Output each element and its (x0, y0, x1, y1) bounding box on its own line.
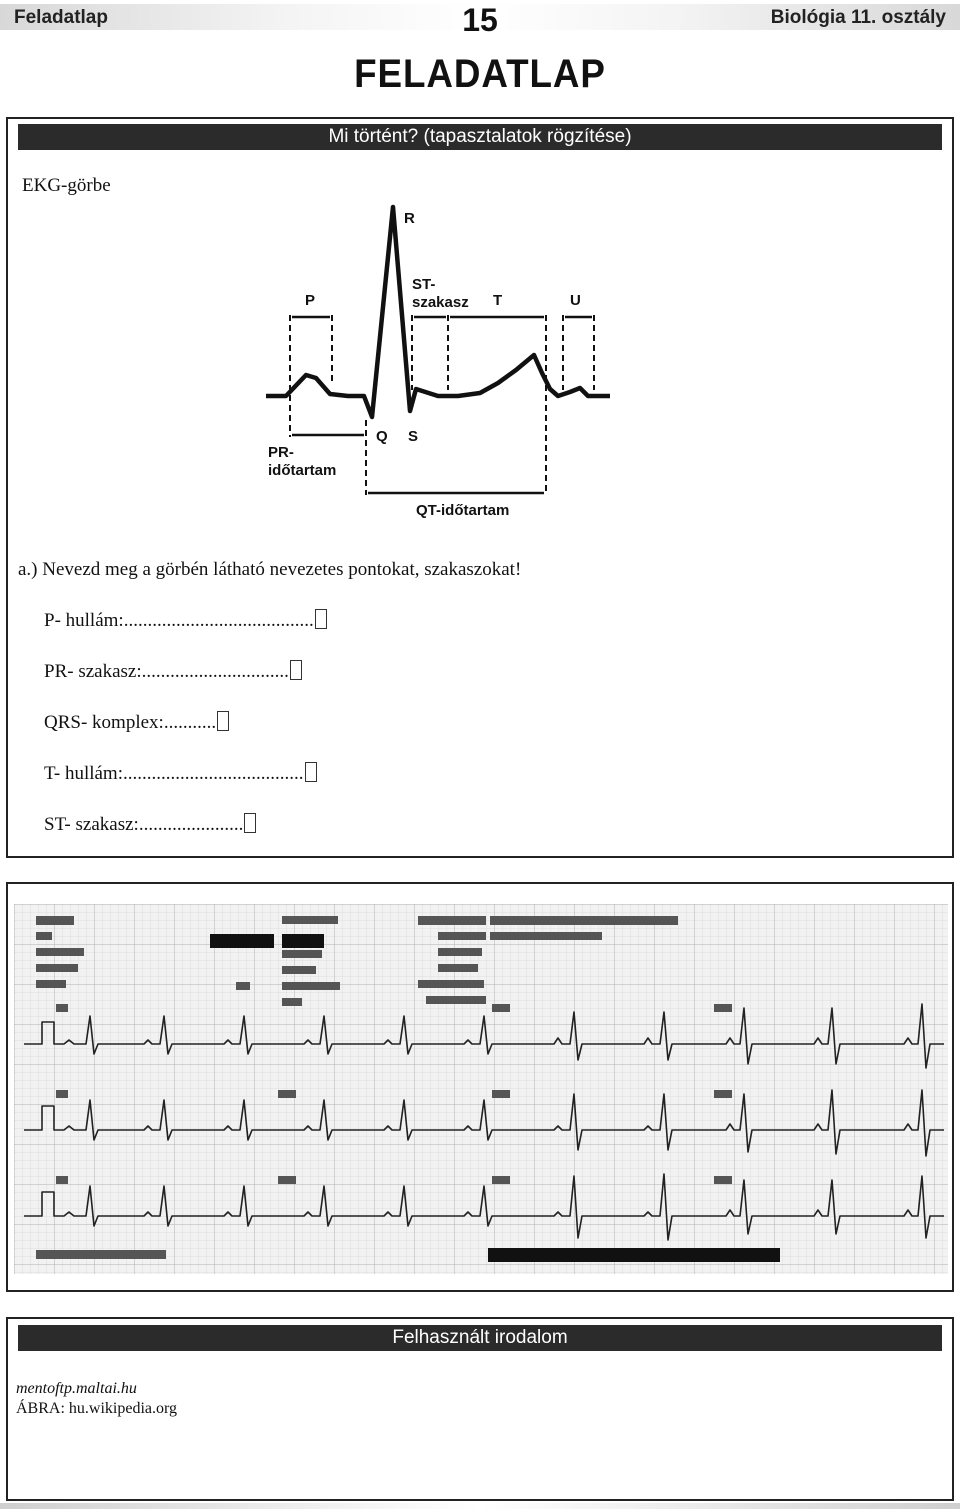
ecg-printout-section (6, 882, 954, 1292)
reference-list: mentoftp.maltai.hu ÁBRA: hu.wikipedia.or… (16, 1379, 177, 1419)
ekg-waveform (266, 204, 610, 420)
ekg-label: EKG-görbe (22, 175, 111, 196)
ekg-diagram: R P ST- szakasz T U Q S PR- időtartam QT… (266, 204, 610, 519)
answer-list: P- hullám:..............................… (44, 609, 327, 864)
answer-st-segment[interactable]: ST- szakasz:...................... (44, 813, 327, 864)
reference-item: ÁBRA: hu.wikipedia.org (16, 1400, 178, 1417)
answer-box[interactable] (314, 609, 327, 629)
page-title: FELADATLAP (354, 52, 606, 96)
ecg-printout-image (14, 904, 948, 1274)
ekg-label-q: Q (376, 428, 388, 445)
answer-p-wave[interactable]: P- hullám:..............................… (44, 609, 327, 660)
answer-box[interactable] (217, 711, 230, 731)
page-number: 15 (462, 2, 498, 38)
ekg-label-qt: QT-időtartam (416, 502, 509, 519)
page-footer-strip (0, 1503, 960, 1509)
header-strip (0, 4, 960, 30)
ecg-traces (24, 1003, 944, 1241)
ecg-lead-marks (36, 1004, 732, 1259)
ekg-label-pr-2: időtartam (268, 462, 336, 479)
ekg-label-t: T (493, 292, 502, 309)
answer-pr-segment[interactable]: PR- szakasz:............................… (44, 660, 327, 711)
header-right-title: Biológia 11. osztály (770, 7, 946, 28)
answer-box[interactable] (289, 660, 302, 680)
answer-qrs-complex[interactable]: QRS- komplex:........... (44, 711, 327, 762)
ekg-label-pr-1: PR- (268, 444, 294, 461)
ekg-label-r: R (404, 210, 415, 227)
ecg-footer-bar (488, 1248, 780, 1262)
page-header: Feladatlap 15 Biológia 11. osztály (0, 0, 960, 38)
experience-section: Mi történt? (tapasztalatok rögzítése) EK… (6, 117, 954, 858)
header-left-title: Feladatlap (14, 7, 108, 28)
question-a: a.) Nevezd meg a görbén látható nevezete… (18, 559, 522, 580)
ekg-label-p: P (305, 292, 315, 309)
answer-box[interactable] (304, 762, 317, 782)
answer-box[interactable] (244, 813, 257, 833)
ekg-label-u: U (570, 292, 581, 309)
answer-t-wave[interactable]: T- hullám:..............................… (44, 762, 327, 813)
reference-item: mentoftp.maltai.hu (16, 1380, 137, 1397)
section-bar-references: Felhasznált irodalom (18, 1325, 942, 1351)
section-bar-observations: Mi történt? (tapasztalatok rögzítése) (18, 124, 942, 150)
ekg-label-s: S (408, 428, 418, 445)
ekg-label-st-2: szakasz (412, 294, 469, 311)
ecg-header-blocks (36, 916, 678, 1006)
references-section: Felhasznált irodalom mentoftp.maltai.hu … (6, 1317, 954, 1501)
ekg-label-st-1: ST- (412, 276, 435, 293)
